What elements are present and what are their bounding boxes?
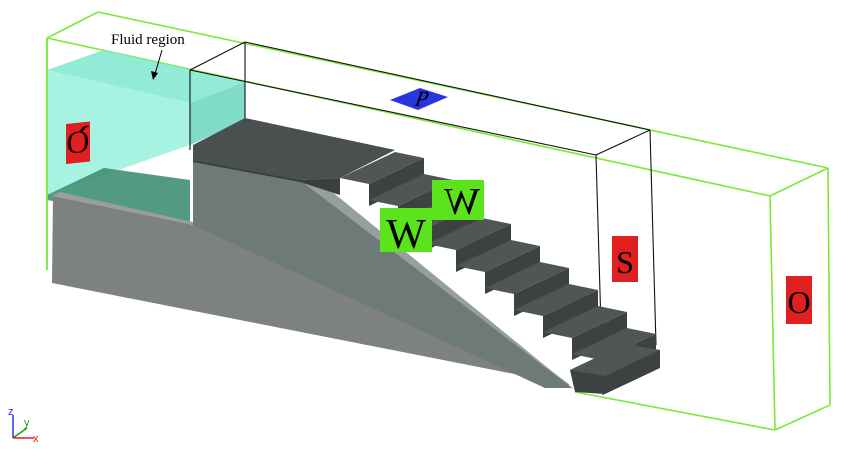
boundary-label-wall-far: W bbox=[432, 180, 484, 223]
wall-near-letter: W bbox=[386, 212, 426, 258]
outlet-letter: O bbox=[787, 284, 810, 320]
step-tread bbox=[514, 284, 598, 316]
boundary-label-inlet: Q bbox=[66, 121, 90, 164]
fluid-region-label: Fluid region bbox=[111, 32, 185, 48]
annotation-arrowhead bbox=[151, 71, 158, 80]
step-tread bbox=[543, 306, 627, 338]
y-axis-line bbox=[12, 427, 28, 439]
annotation-arrow-line bbox=[154, 49, 163, 75]
inlet-letter: Q bbox=[66, 124, 89, 162]
fluid-region bbox=[47, 50, 245, 225]
boundary-label-outlet: O bbox=[786, 276, 812, 324]
section-frame-left bbox=[189, 41, 651, 156]
staircase-steps bbox=[340, 152, 660, 394]
step-tread bbox=[427, 218, 511, 250]
boundary-label-sub-outlet: S bbox=[612, 236, 638, 282]
step-tread bbox=[485, 262, 569, 294]
z-axis-label: z bbox=[8, 406, 14, 418]
step-tread bbox=[456, 240, 540, 272]
wall-far-letter: W bbox=[444, 181, 480, 223]
boundary-label-top: P bbox=[390, 87, 448, 111]
boundary-label-wall-near: W bbox=[380, 208, 432, 258]
axis-triad: z y x bbox=[8, 406, 39, 445]
crest-top bbox=[193, 118, 395, 195]
fluid-region-annotation: Fluid region bbox=[111, 32, 185, 80]
step-tread bbox=[572, 328, 656, 360]
sub-outlet-letter: S bbox=[616, 244, 634, 280]
spillway-slope-highlight bbox=[300, 180, 575, 390]
spillway-slope-face bbox=[193, 160, 572, 388]
toe-landing-top bbox=[570, 344, 660, 376]
y-axis-label: y bbox=[24, 417, 30, 429]
x-axis-label: x bbox=[33, 433, 39, 445]
step-tread bbox=[340, 152, 424, 184]
